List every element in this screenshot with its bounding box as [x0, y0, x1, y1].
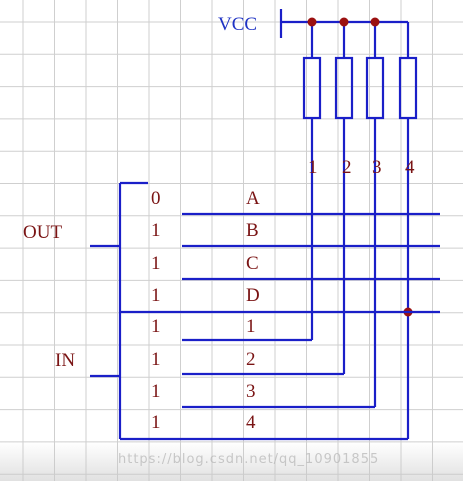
row-label: B [246, 220, 259, 241]
bit-value: 1 [151, 220, 161, 241]
vcc-label: VCC [218, 14, 257, 35]
bit-value: 1 [151, 412, 161, 433]
row-label: 2 [246, 349, 256, 370]
bit-value: 1 [151, 316, 161, 337]
bit-column: 0 1 1 1 1 1 1 1 [151, 188, 161, 433]
row-label: 3 [246, 381, 256, 402]
watermark-text: https://blog.csdn.net/qq_10901855 [118, 452, 380, 467]
in-bracket [90, 312, 122, 439]
row-label: 1 [246, 316, 256, 337]
bit-value: 1 [151, 285, 161, 306]
out-label: OUT [23, 222, 62, 243]
column-1 [182, 17, 322, 342]
junction-dot-3 [370, 17, 380, 27]
column-number-1: 1 [308, 157, 318, 178]
out-bracket [90, 181, 148, 312]
bit-value: 1 [151, 349, 161, 370]
pull-up-resistor-4 [398, 56, 418, 120]
row-label: C [246, 253, 259, 274]
column-2 [182, 17, 354, 376]
column-number-4: 4 [405, 157, 415, 178]
bit-value: 0 [151, 188, 161, 209]
column-3 [182, 17, 385, 409]
column-number-3: 3 [372, 157, 382, 178]
row-label: 4 [246, 412, 256, 433]
row-label: D [246, 285, 260, 306]
row-label: A [246, 188, 260, 209]
in-label: IN [55, 350, 75, 371]
junction-dot-2 [339, 17, 349, 27]
column-number-2: 2 [342, 157, 352, 178]
bit-value: 1 [151, 253, 161, 274]
column-4 [120, 22, 418, 441]
bit-value: 1 [151, 381, 161, 402]
bottom-shade [0, 442, 463, 481]
junction-dot-1 [307, 17, 317, 27]
